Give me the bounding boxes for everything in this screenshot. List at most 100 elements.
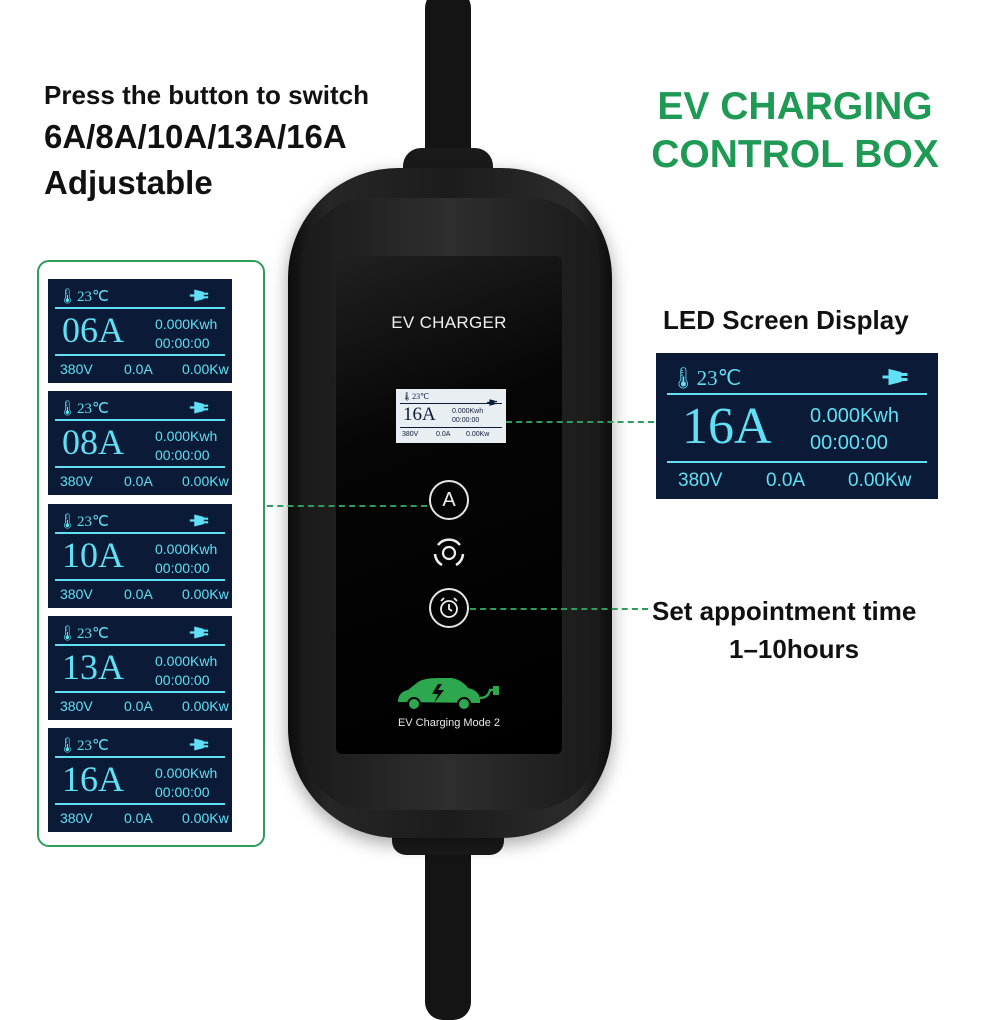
power-readout: 0.00Kw: [848, 470, 912, 491]
title-line1: EV CHARGING: [657, 85, 933, 128]
timer-readout: 00:00:00: [155, 335, 210, 351]
timer-readout: 00:00:00: [452, 417, 480, 424]
leader-line-screen: [506, 421, 654, 423]
current-readout: 0.0A: [124, 361, 153, 377]
plug-icon: [188, 738, 210, 756]
plug-icon: [880, 368, 910, 391]
temperature-readout: 🌡︎23℃: [58, 401, 109, 417]
screen-divider: [400, 427, 502, 428]
current-setting: 16A: [403, 404, 436, 425]
power-readout: 0.00Kw: [466, 431, 490, 438]
thermometer-icon: 🌡︎23℃: [58, 736, 109, 755]
screen-divider: [55, 466, 225, 468]
current-readout: 0.0A: [124, 473, 153, 489]
voltage-readout: 380V: [402, 431, 419, 438]
amp-button-label: A: [442, 488, 456, 511]
thermometer-icon: 🌡︎23℃: [58, 624, 109, 643]
temperature-readout: 🌡︎23℃: [670, 366, 742, 390]
amp-options-panel: [37, 260, 265, 847]
current-readout: 0.0A: [766, 470, 806, 491]
timer-readout: 00:00:00: [810, 432, 888, 454]
temperature-readout: 🌡︎23℃: [58, 289, 109, 305]
amp-screen-option: 🌡︎23℃ 06A 0.000Kwh 00:00:00 380V 0.0A 0.00Kw: [48, 279, 232, 383]
screen-divider: [55, 532, 225, 534]
current-readout: 0.0A: [124, 586, 153, 602]
screen-divider: [55, 803, 225, 805]
power-ring-icon[interactable]: [429, 532, 469, 572]
current-setting: 16A: [62, 759, 124, 799]
screen-divider: [55, 756, 225, 758]
device-screen: 🌡︎23℃ 16A 0.000Kwh 00:00:00 380V 0.0A 0.…: [396, 389, 506, 443]
thermometer-icon: 🌡︎23℃: [58, 512, 109, 531]
energy-readout: 0.000Kwh: [155, 541, 218, 557]
plug-icon: [188, 289, 210, 307]
timer-icon: [440, 597, 458, 618]
voltage-readout: 380V: [60, 586, 93, 602]
current-setting: 16A: [682, 398, 772, 455]
timer-readout: 00:00:00: [155, 672, 210, 688]
current-setting: 08A: [62, 422, 124, 462]
energy-readout: 0.000Kwh: [155, 653, 218, 669]
timer-button[interactable]: [429, 588, 469, 628]
headline-line2: 6A/8A/10A/13A/16A: [44, 118, 347, 155]
ev-car-icon: [394, 676, 504, 717]
energy-readout: 0.000Kwh: [810, 405, 899, 427]
plug-icon: [188, 401, 210, 419]
current-setting: 10A: [62, 535, 124, 575]
current-readout: 0.0A: [124, 810, 153, 826]
screen-divider: [667, 393, 927, 395]
timer-readout: 00:00:00: [155, 560, 210, 576]
current-setting: 06A: [62, 310, 124, 350]
voltage-readout: 380V: [60, 810, 93, 826]
screen-divider: [55, 419, 225, 421]
screen-divider: [55, 354, 225, 356]
current-setting: 13A: [62, 647, 124, 687]
power-readout: 0.00Kw: [182, 473, 229, 489]
power-readout: 0.00Kw: [182, 586, 229, 602]
device-label: EV CHARGER: [391, 313, 507, 332]
leader-line-amp-button: [267, 505, 427, 507]
temperature-readout: 🌡︎23℃: [58, 626, 109, 642]
appointment-line2: 1–10hours: [729, 634, 860, 664]
led-screen-label: LED Screen Display: [663, 305, 909, 335]
amp-switch-button[interactable]: A: [429, 480, 469, 520]
leader-line-timer: [470, 608, 648, 610]
voltage-readout: 380V: [678, 470, 723, 491]
screen-divider: [55, 579, 225, 581]
mode-caption: EV Charging Mode 2: [397, 717, 501, 729]
appointment-line1: Set appointment time: [652, 596, 917, 626]
amp-screen-option: 🌡︎23℃ 16A 0.000Kwh 00:00:00 380V 0.0A 0.00Kw: [48, 728, 232, 832]
screen-divider: [400, 403, 502, 404]
screen-divider: [55, 644, 225, 646]
amp-screen-option: 🌡︎23℃ 10A 0.000Kwh 00:00:00 380V 0.0A 0.00Kw: [48, 504, 232, 608]
power-readout: 0.00Kw: [182, 698, 229, 714]
energy-readout: 0.000Kwh: [155, 765, 218, 781]
cable-bottom: [425, 830, 471, 1020]
current-readout: 0.0A: [436, 431, 451, 438]
temperature-readout: 🌡︎23℃: [58, 738, 109, 754]
temperature-readout: 🌡︎23℃: [58, 514, 109, 530]
led-screen-display: 🌡︎23℃ 16A 0.000Kwh 00:00:00 380V 0.0A 0.…: [656, 353, 938, 499]
timer-readout: 00:00:00: [155, 447, 210, 463]
voltage-readout: 380V: [60, 698, 93, 714]
plug-icon: [188, 514, 210, 532]
headline-line3: Adjustable: [44, 164, 213, 201]
power-readout: 0.00Kw: [182, 361, 229, 377]
title-line2: CONTROL BOX: [651, 133, 939, 176]
screen-divider: [667, 461, 927, 463]
screen-divider: [55, 691, 225, 693]
timer-readout: 00:00:00: [155, 784, 210, 800]
energy-readout: 0.000Kwh: [452, 408, 484, 415]
voltage-readout: 380V: [60, 473, 93, 489]
plug-icon: [188, 626, 210, 644]
page-title: EV CHARGING CONTROL BOX: [636, 83, 954, 179]
amp-screen-option: 🌡︎23℃ 08A 0.000Kwh 00:00:00 380V 0.0A 0.00Kw: [48, 391, 232, 495]
thermometer-icon: 🌡︎23℃: [402, 392, 429, 401]
power-readout: 0.00Kw: [182, 810, 229, 826]
energy-readout: 0.000Kwh: [155, 428, 218, 444]
energy-readout: 0.000Kwh: [155, 316, 218, 332]
screen-divider: [55, 307, 225, 309]
temperature-readout: 🌡︎23℃: [402, 392, 430, 401]
voltage-readout: 380V: [60, 361, 93, 377]
